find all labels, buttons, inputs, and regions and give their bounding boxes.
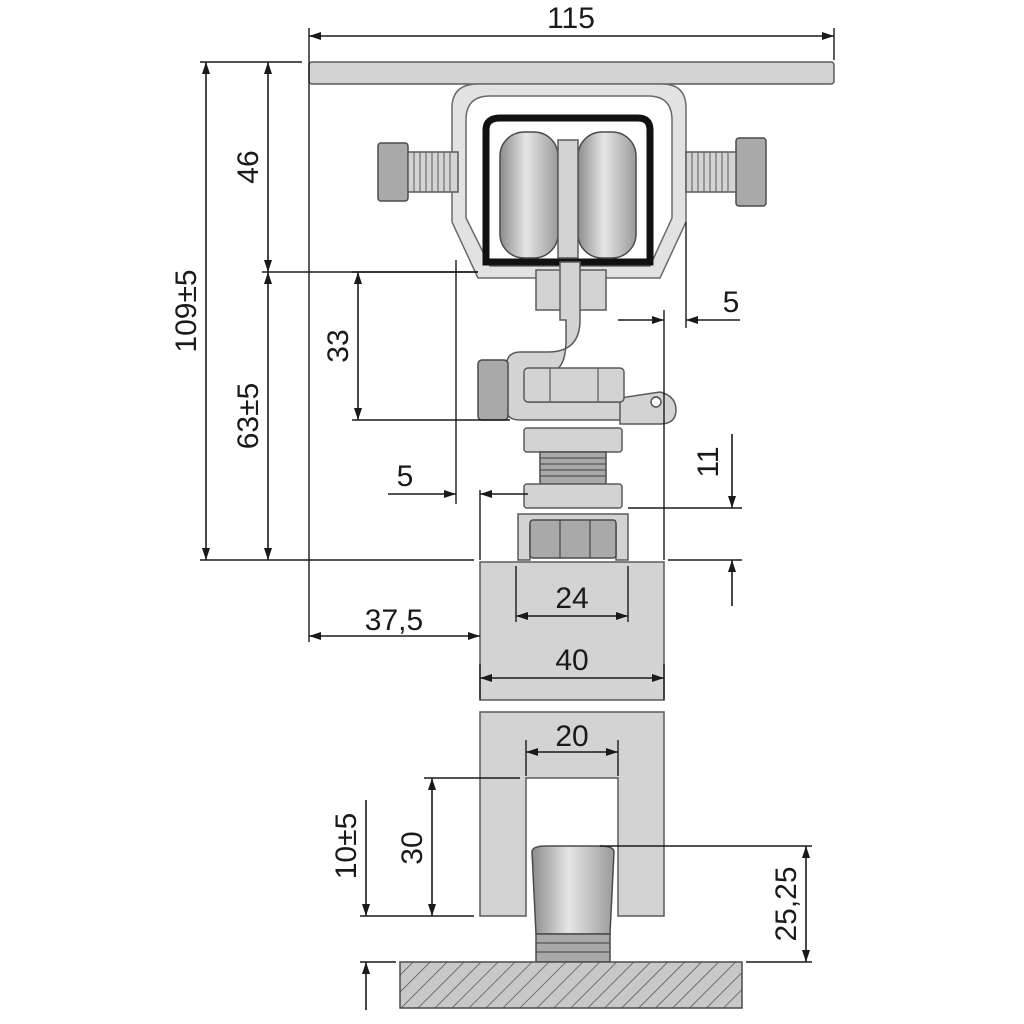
mounting-plate [308,61,835,85]
floor-guide [531,845,615,963]
dim-right-offset-label: 5 [723,286,740,319]
dim-floor-gap-label: 10±5 [330,813,363,880]
dim-nut-gap-label: 11 [692,446,725,477]
dim-inner-width-label: 24 [555,582,588,615]
adjustment-nut-stack [517,367,629,561]
dim-total-height-label: 109±5 [170,269,203,352]
right-bolt [685,137,767,207]
floor [399,961,743,1009]
dim-guide-height-label: 25,25 [770,866,803,941]
dimension-lines [202,32,834,1010]
dim-slot-depth-label: 30 [396,831,429,864]
dim-side-offset-label: 37,5 [365,604,423,637]
dim-left-offset-label: 5 [397,460,414,493]
dim-drop-label: 33 [322,329,355,362]
dim-lower-height-label: 63±5 [232,383,265,450]
dim-top-width-label: 115 [547,2,595,35]
dim-slot-width-label: 20 [555,720,588,753]
dim-upper-height-label: 46 [232,150,265,183]
dimension-labels: 115 109±5 46 63±5 33 5 5 11 37,5 24 40 2… [170,2,803,942]
trolley-wheels [499,131,637,259]
dim-door-width-label: 40 [555,644,588,677]
extension-lines [200,28,835,963]
left-bolt [377,142,459,202]
